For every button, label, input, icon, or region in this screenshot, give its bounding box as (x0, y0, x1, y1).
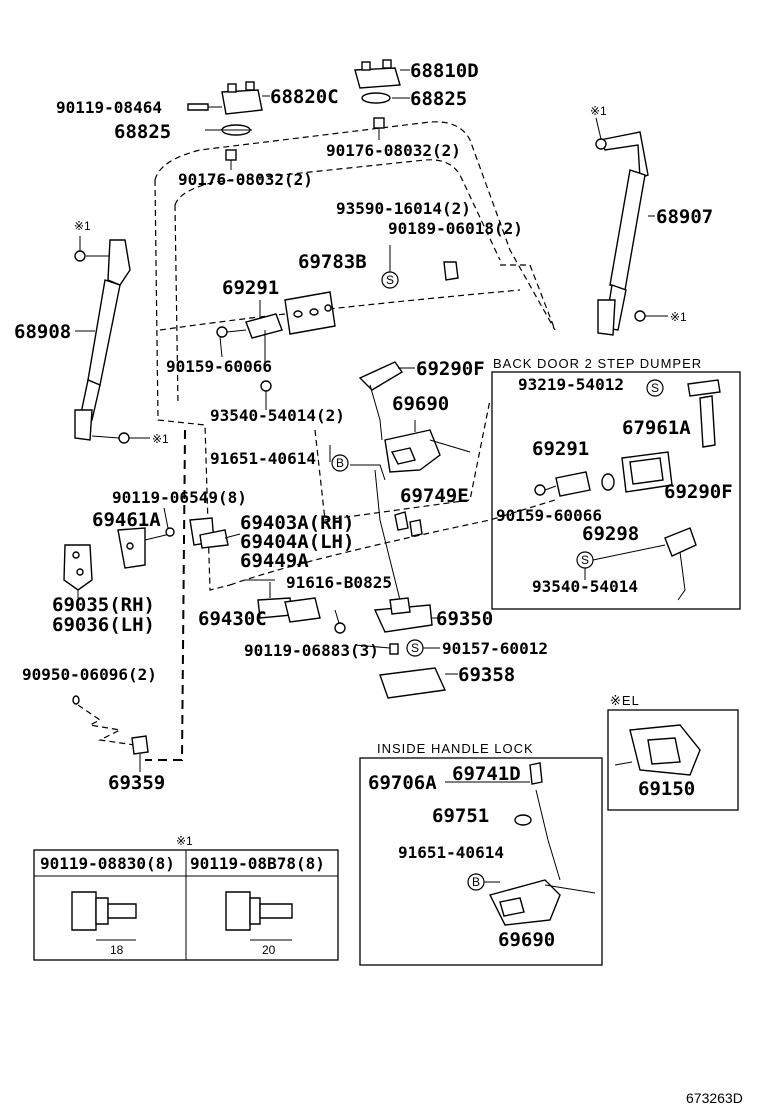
svg-text:S: S (411, 641, 419, 655)
dumper-box: BACK DOOR 2 STEP DUMPER S S (491, 356, 741, 610)
label-69291-b: 69291 (532, 438, 589, 460)
dumper-box-title: BACK DOOR 2 STEP DUMPER (493, 356, 702, 371)
damper-stay-68907 (595, 117, 668, 336)
label-69290F-b: 69290F (664, 481, 733, 503)
label-68820C: 68820C (270, 86, 339, 108)
label-68810D: 68810D (410, 60, 479, 82)
bolt-dim-2: 20 (262, 943, 276, 957)
bolt-spec-box (33, 849, 339, 961)
label-90119-06549: 90119-06549(8) (112, 488, 247, 507)
label-90157: 90157-60012 (442, 639, 548, 658)
el-label: ※EL (610, 693, 640, 708)
cover-69430C (257, 582, 321, 623)
label-90159-a: 90159-60066 (166, 357, 272, 376)
damper-stay-68908 (74, 236, 150, 444)
label-93219: 93219-54012 (518, 375, 624, 394)
lock-box-title: INSIDE HANDLE LOCK (377, 741, 534, 756)
label-69359: 69359 (108, 772, 165, 794)
label-69430C: 69430C (198, 608, 267, 630)
label-68908: 68908 (14, 321, 71, 343)
hinge-69403A (189, 517, 241, 549)
striker-69461A (117, 527, 171, 569)
bolt-spec-1: 90119-08830(8) (40, 854, 175, 873)
bolt-90119-06549 (163, 507, 175, 537)
label-90176-a: 90176-08032(2) (326, 141, 461, 160)
svg-text:B: B (336, 456, 344, 470)
label-90950: 90950-06096(2) (22, 665, 157, 684)
label-69358: 69358 (458, 664, 515, 686)
label-90176-b: 90176-08032(2) (178, 170, 313, 189)
wedge-69035 (63, 544, 93, 598)
screw-93540 (260, 380, 272, 410)
svg-text:S: S (651, 381, 659, 395)
label-69036: 69036(LH) (52, 614, 155, 636)
b-marker-91651: B (331, 454, 349, 472)
star-label-d: ※1 (152, 432, 169, 446)
hinge-68810D (354, 59, 410, 104)
hinge-68820C (187, 81, 270, 136)
svg-text:B: B (472, 875, 480, 889)
clip-69749E (394, 511, 423, 537)
label-93540-b: 93540-54014 (532, 577, 638, 596)
label-68907: 68907 (656, 206, 713, 228)
cylinder-69291 (216, 300, 283, 358)
star-label-b: ※1 (74, 219, 91, 233)
label-69035: 69035(RH) (52, 594, 155, 616)
lever-69290F (358, 361, 415, 441)
label-69751: 69751 (432, 805, 489, 827)
label-90119-06883: 90119-06883(3) (244, 641, 379, 660)
label-93540-a: 93540-54014(2) (210, 406, 345, 425)
label-91651-b: 91651-40614 (398, 843, 504, 862)
lock-assembly-69690 (384, 420, 471, 473)
bolt-dim-1: 18 (110, 943, 124, 957)
label-69404A: 69404A(LH) (240, 531, 354, 553)
label-69749E: 69749E (400, 485, 469, 507)
bolt-90176 (225, 117, 385, 170)
leader-lines (245, 330, 440, 649)
label-91616: 91616-B0825 (286, 573, 392, 592)
bolt-spec-2: 90119-08B78(8) (190, 854, 325, 873)
star-label-a: ※1 (590, 104, 607, 118)
label-69150: 69150 (638, 778, 695, 800)
handle-69350 (373, 597, 440, 633)
label-68825-b: 68825 (114, 121, 171, 143)
el-box (607, 709, 739, 811)
star-label-c: ※1 (670, 310, 687, 324)
label-67961A: 67961A (622, 417, 691, 439)
label-69706A: 69706A (368, 772, 437, 794)
label-69350: 69350 (436, 608, 493, 630)
svg-text:S: S (581, 553, 589, 567)
label-69461A: 69461A (92, 509, 161, 531)
screw-90157 (389, 643, 399, 655)
s-marker-93590: S (381, 245, 399, 289)
inside-handle-lock-box: INSIDE HANDLE LOCK B (359, 741, 603, 966)
label-90119-08464: 90119-08464 (56, 98, 162, 117)
label-69449A: 69449A (240, 550, 309, 572)
clip-90189 (443, 261, 459, 281)
label-69690-a: 69690 (392, 393, 449, 415)
diagram-code: 673263D (686, 1090, 743, 1106)
star-label-e: ※1 (176, 834, 193, 848)
label-91651-a: 91651-40614 (210, 449, 316, 468)
s-marker-90157: S (406, 639, 424, 657)
cover-69358 (379, 667, 458, 699)
label-69291-a: 69291 (222, 277, 279, 299)
bolt-90119-06883 (334, 609, 346, 634)
label-69690-b: 69690 (498, 929, 555, 951)
plate-69783B (284, 291, 336, 335)
label-90159-b: 90159-60066 (496, 506, 602, 525)
cable-90950 (72, 429, 186, 772)
label-69783B: 69783B (298, 251, 367, 273)
label-68825-a: 68825 (410, 88, 467, 110)
rod-91651 (350, 464, 401, 601)
label-69290F-a: 69290F (416, 358, 485, 380)
svg-text:S: S (386, 273, 394, 287)
label-69298: 69298 (582, 523, 639, 545)
label-69741D: 69741D (452, 763, 521, 785)
labels: 68810D 68825 68820C 90119-08464 68825 90… (14, 60, 743, 1106)
label-90189: 90189-06018(2) (388, 219, 523, 238)
label-69403A: 69403A(RH) (240, 512, 354, 534)
label-93590: 93590-16014(2) (336, 199, 471, 218)
